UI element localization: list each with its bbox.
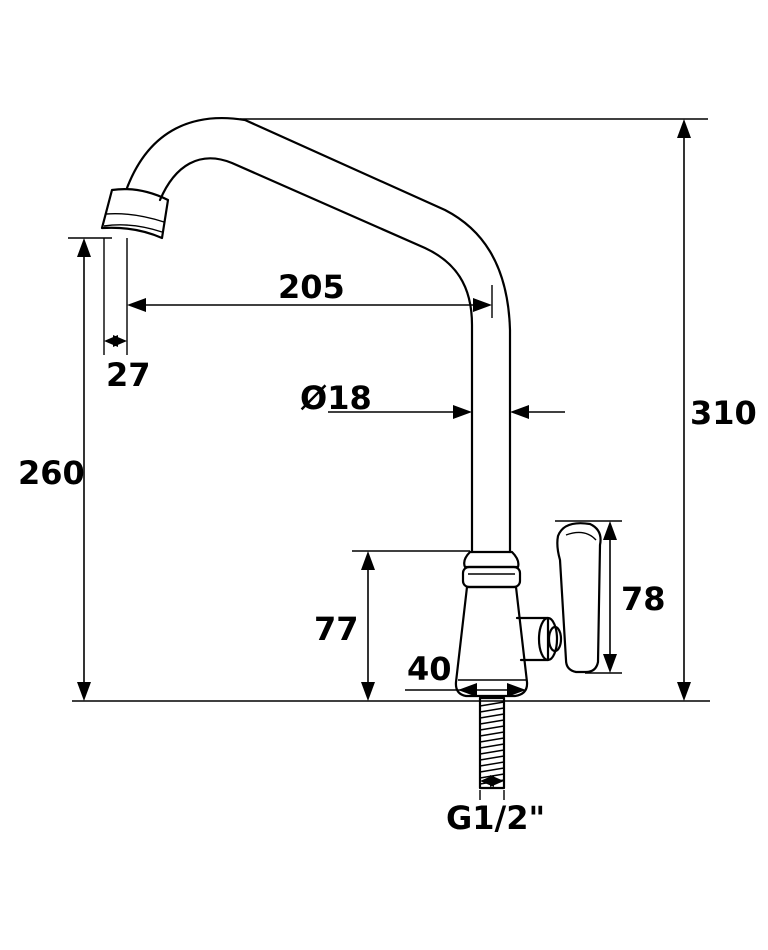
dim-thread-width bbox=[480, 775, 504, 787]
aerator-nozzle bbox=[100, 188, 170, 240]
faucet-outline bbox=[100, 116, 602, 790]
threaded-inlet bbox=[478, 696, 506, 790]
label-total-height: 310 bbox=[690, 394, 757, 432]
extension-lines bbox=[68, 118, 710, 800]
dim-aerator-width bbox=[104, 335, 127, 347]
spout-pipe-outer bbox=[125, 116, 512, 554]
valve-body bbox=[454, 585, 529, 698]
dim-body-height bbox=[361, 551, 375, 701]
dim-base-width bbox=[405, 683, 526, 697]
dim-spout-height bbox=[77, 238, 91, 701]
label-thread: G1/2" bbox=[446, 799, 545, 837]
dim-handle-height bbox=[603, 521, 617, 673]
lever-handle bbox=[556, 522, 602, 674]
label-spout-reach: 205 bbox=[278, 268, 345, 306]
label-spout-height: 260 bbox=[18, 454, 85, 492]
label-body-height: 77 bbox=[314, 610, 359, 648]
spout-pipe-inner bbox=[158, 157, 474, 554]
thread-lines bbox=[479, 701, 505, 785]
dim-total-height bbox=[677, 119, 691, 701]
collar-ring bbox=[463, 550, 520, 569]
label-aerator-width: 27 bbox=[106, 356, 151, 394]
collar-band bbox=[461, 565, 522, 589]
label-pipe-diameter: Ø18 bbox=[300, 379, 372, 417]
label-handle-height: 78 bbox=[621, 580, 666, 618]
aerator-detail bbox=[105, 212, 165, 223]
dim-pipe-diameter bbox=[328, 405, 565, 419]
dim-spout-reach bbox=[127, 298, 492, 312]
label-base-width: 40 bbox=[407, 650, 452, 688]
